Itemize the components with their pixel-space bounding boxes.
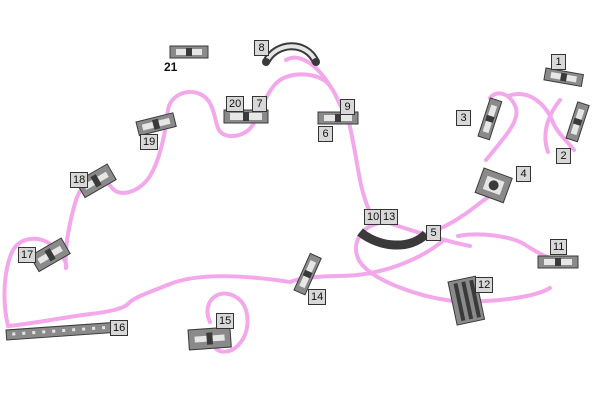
label-6: 6 <box>318 126 333 142</box>
label-9: 9 <box>340 99 355 115</box>
track-piece-3 <box>477 97 503 141</box>
label-15: 15 <box>216 313 235 329</box>
label-17: 17 <box>18 247 37 263</box>
curved-tunnel-piece <box>357 228 430 250</box>
label-3: 3 <box>456 110 471 126</box>
label-18: 18 <box>70 172 89 188</box>
track-piece-17 <box>29 237 71 273</box>
track-piece-2 <box>565 101 590 143</box>
label-2: 2 <box>556 148 571 164</box>
track-piece-20 <box>223 109 269 124</box>
label-4: 4 <box>516 166 531 182</box>
pink-route-line <box>2 55 576 354</box>
label-21: 21 <box>164 60 178 74</box>
track-piece-18 <box>75 163 117 199</box>
label-10: 10 <box>364 209 383 225</box>
track-piece-14 <box>293 252 322 296</box>
track-piece-21 <box>169 45 209 59</box>
label-16: 16 <box>110 320 129 336</box>
label-20: 20 <box>226 96 245 112</box>
track-piece-4 <box>474 167 513 204</box>
arch-piece-8 <box>262 42 320 66</box>
label-14: 14 <box>308 289 327 305</box>
label-12: 12 <box>475 277 494 293</box>
label-1: 1 <box>551 54 566 70</box>
track-piece-11 <box>537 255 579 269</box>
label-7: 7 <box>252 96 267 112</box>
track-piece-9 <box>317 111 359 125</box>
track-piece-19 <box>135 112 177 137</box>
label-11: 11 <box>550 239 568 255</box>
label-5: 5 <box>426 225 441 241</box>
label-8: 8 <box>254 40 269 56</box>
track-piece-1 <box>543 67 585 87</box>
track-piece-15 <box>187 326 232 351</box>
label-19: 19 <box>140 134 159 150</box>
label-13: 13 <box>380 209 399 225</box>
